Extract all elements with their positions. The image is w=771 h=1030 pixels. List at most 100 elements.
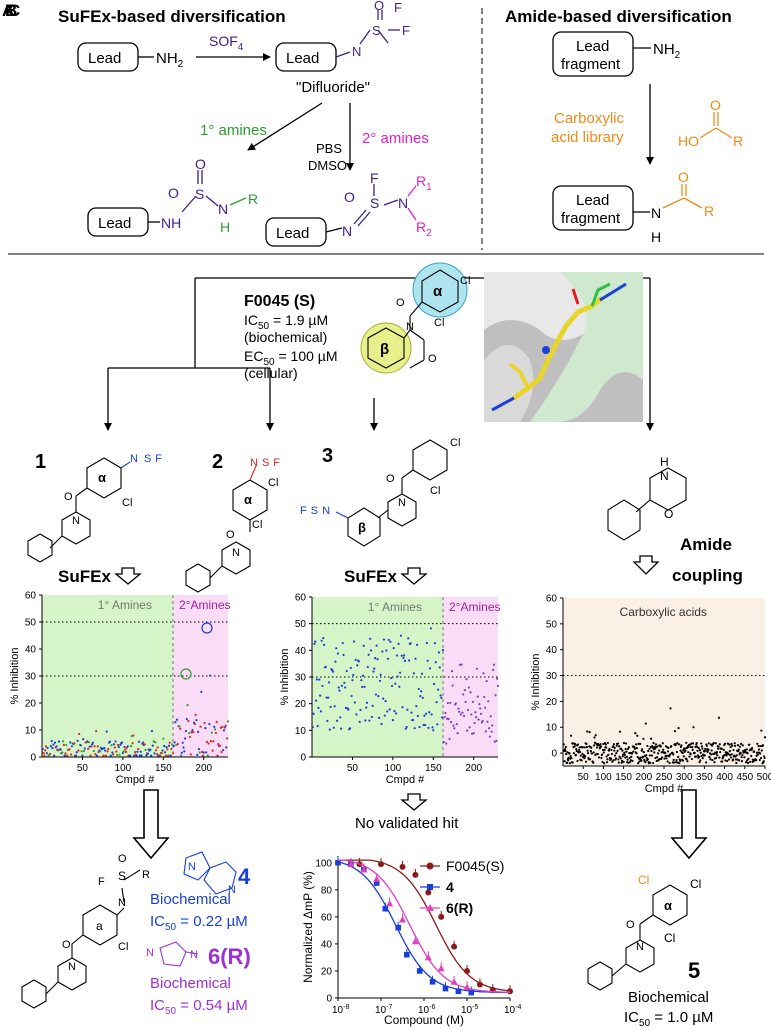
scatter-point [495, 739, 498, 742]
scatter-point [359, 708, 362, 712]
scatter-point [361, 674, 365, 677]
data-point [442, 985, 449, 992]
scatter-point [65, 754, 69, 757]
compound-4-cl: Cl [118, 941, 128, 953]
scatter-point [642, 751, 645, 754]
compound-6-amine-structure [159, 941, 199, 967]
scatter-point [451, 684, 454, 687]
y-tick-label: 40 [546, 645, 558, 656]
scatter-point [706, 750, 709, 753]
scatter-point [370, 715, 373, 719]
scatter-point [621, 749, 624, 752]
scatter-point [675, 758, 678, 762]
y-tick-label: 0 [551, 749, 557, 760]
compound-3-o: O [386, 473, 395, 485]
scatter-point [683, 747, 687, 750]
scatter-point [746, 752, 749, 755]
scatter-point [459, 713, 462, 716]
scatter-point [65, 743, 68, 747]
scatter-point [217, 743, 220, 746]
scatter-point [713, 761, 716, 764]
scatter-point [386, 657, 390, 660]
compound-4-f: F [98, 876, 105, 888]
scatter-point [131, 742, 134, 745]
scatter-point [107, 747, 110, 751]
x-tick-label: 250 [656, 772, 673, 783]
scatter-point [606, 758, 609, 761]
scatter-point [574, 742, 577, 746]
hit-compound-block: F0045 (S) IC50 = 1.9 µM (biochemical) EC… [104, 262, 654, 431]
data-point [416, 968, 423, 974]
scatter-point [668, 761, 671, 765]
compound-1-alpha: α [98, 470, 106, 485]
y-tick-label: 10 [295, 726, 307, 737]
scatter-point [150, 754, 153, 757]
scatter-point [184, 737, 187, 740]
scatter-point [586, 730, 589, 733]
scatter-point [656, 756, 659, 759]
scatter-point [112, 753, 115, 756]
y-tick-label: 60 [295, 593, 307, 604]
difluoride-n: N [352, 44, 361, 59]
hit-circle-green [180, 668, 192, 680]
scatter-point [659, 745, 662, 748]
compound-1-structure [27, 457, 131, 563]
scatter-point [617, 761, 620, 764]
scatter-point [423, 714, 426, 717]
scatter-point [653, 745, 656, 748]
scatter-point [116, 753, 119, 757]
scatter-point [164, 754, 167, 757]
scatter-point [680, 744, 683, 747]
scatter-point [199, 725, 202, 728]
scatter-point [215, 720, 218, 723]
scatter-point [688, 755, 691, 758]
data-point [450, 978, 458, 985]
scatter-point [565, 752, 568, 756]
scatter-point [351, 679, 354, 682]
scatter-point [572, 752, 576, 755]
scatter-point [622, 741, 626, 745]
scatter-point [168, 741, 171, 744]
scatter-point [740, 760, 744, 763]
scatter-point [115, 750, 118, 753]
scatter-point [437, 651, 441, 654]
f0045-skeleton [367, 269, 459, 369]
scatter-point [404, 727, 407, 730]
scatter-point [757, 744, 760, 748]
scatter-point [205, 751, 208, 754]
y-tick-label: 40 [321, 939, 333, 950]
scatter-point [564, 749, 567, 753]
scatter-point [154, 741, 157, 744]
scatter-point [687, 745, 690, 749]
scatter-point [369, 637, 372, 640]
scatter-point [651, 746, 654, 749]
scatter-point [362, 644, 365, 647]
compound-6-biochemical: Biochemical [150, 975, 231, 992]
scatter-point [600, 756, 603, 760]
scatter-point [335, 719, 339, 722]
scatter-point [136, 750, 139, 753]
scatter-point [409, 642, 412, 645]
scatter-point [494, 694, 497, 697]
scatter-point [185, 717, 188, 721]
scatter-point [368, 719, 371, 722]
scatter-point [41, 747, 44, 751]
data-point [451, 943, 458, 950]
lead-label-start: Lead [88, 50, 121, 67]
scatter-point [91, 743, 94, 746]
scatter-point [104, 754, 107, 757]
scatter-point [684, 749, 687, 752]
scatter-point [137, 740, 141, 743]
scatter-point [220, 750, 223, 754]
scatter-point [692, 726, 695, 729]
scatter-point [382, 638, 386, 641]
compound-4-n: N [68, 961, 76, 973]
scatter-point [729, 756, 733, 759]
scatter-point [673, 761, 676, 764]
scatter-point [701, 757, 704, 760]
f0045-beta: β [380, 341, 389, 358]
hit-ec50: EC50 = 100 µM [244, 348, 338, 368]
scatter-point [727, 753, 730, 756]
compound-4-o: O [62, 939, 71, 951]
scatter-point [690, 742, 693, 745]
